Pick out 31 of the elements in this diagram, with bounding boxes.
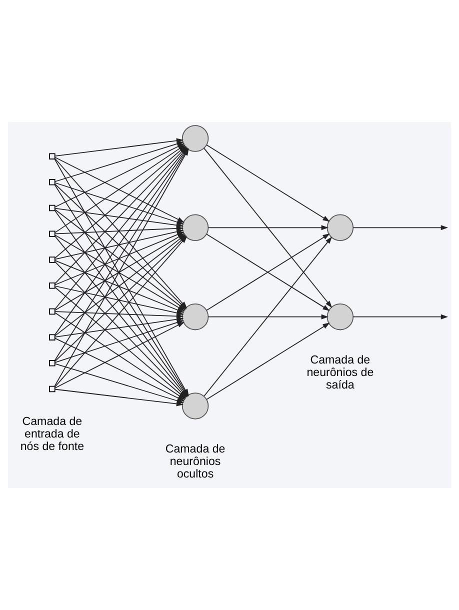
node-box — [49, 230, 56, 238]
node-box — [49, 153, 56, 160]
arrow — [204, 148, 332, 308]
arrow — [206, 234, 330, 311]
node-box — [49, 256, 56, 263]
arrow — [352, 225, 448, 230]
node-box — [49, 386, 56, 392]
arrow — [206, 144, 330, 222]
arrow — [54, 311, 184, 319]
node-box — [49, 360, 56, 366]
arrow — [208, 314, 328, 320]
label: Camada de entrada de nós de fonte — [20, 416, 84, 454]
node-circle — [182, 214, 209, 242]
node-circle — [182, 303, 209, 330]
node-box — [49, 282, 56, 289]
node-box — [49, 204, 56, 212]
arrow — [206, 322, 330, 400]
node-circle — [182, 392, 209, 420]
label: Camada de neurônios ocultos — [165, 444, 226, 481]
node-box — [49, 334, 56, 340]
arrow — [54, 322, 185, 389]
node-circle — [326, 214, 354, 242]
arrow — [54, 320, 184, 364]
node-circle — [182, 125, 209, 152]
arrow — [352, 314, 448, 320]
node-box — [49, 308, 56, 315]
arrow — [204, 236, 332, 397]
arrow — [208, 225, 328, 230]
node-circle — [326, 303, 354, 330]
node-box — [49, 179, 56, 186]
label: Camada de neurônios de saída — [306, 354, 374, 392]
